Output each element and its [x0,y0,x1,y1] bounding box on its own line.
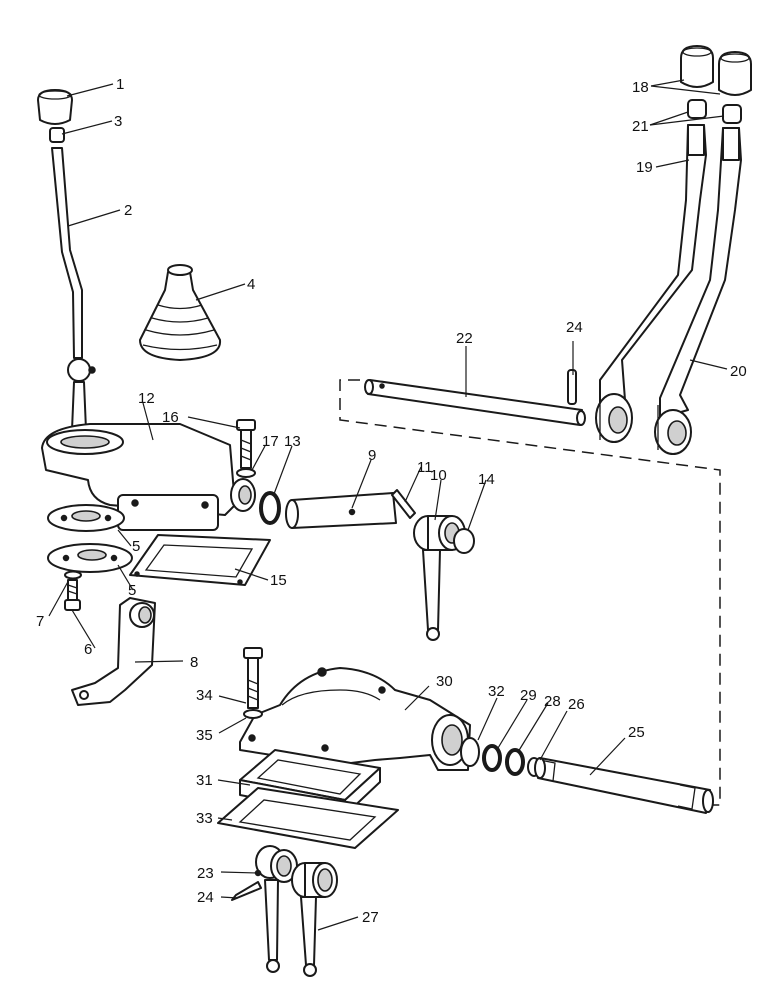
callout-7: 7 [36,613,44,630]
callout-23: 23 [197,865,214,882]
callout-32: 32 [488,683,505,700]
callout-18: 18 [632,79,649,96]
callout-5-lower: 5 [128,582,136,599]
lower-lever-boss [254,845,298,973]
callout-28: 28 [544,693,561,710]
callout-22: 22 [456,330,473,347]
callout-3: 3 [114,113,122,130]
main-housing-bolt [243,647,263,709]
thrust-washer [482,744,502,772]
callout-20: 20 [730,363,747,380]
callout-2: 2 [124,202,132,219]
callout-9: 9 [368,447,376,464]
callout-labels: 1 3 2 4 12 16 17 13 9 11 10 14 5 5 15 7 … [36,76,747,926]
core-plug [453,528,475,554]
callout-35: 35 [196,727,213,744]
callout-34: 34 [196,687,213,704]
main-housing-washer [243,709,263,719]
callout-6: 6 [84,641,92,658]
callout-26: 26 [568,696,585,713]
shaft-bush [460,737,480,767]
callout-14: 14 [478,471,495,488]
cross-shaft [285,492,397,529]
callout-29: 29 [520,687,537,704]
retainer-plate-upper [47,504,125,532]
gear-lever [51,147,96,431]
leader-lines [48,79,728,931]
callout-8: 8 [190,654,198,671]
callout-24-upper: 24 [566,319,583,336]
callout-24-lower: 24 [197,889,214,906]
lower-selector-lever [291,862,338,977]
main-lever-housing [239,667,471,771]
callout-31: 31 [196,772,213,789]
callout-1: 1 [116,76,124,93]
callout-11: 11 [417,459,433,476]
plate-bolt [64,579,81,611]
callout-13: 13 [284,433,301,450]
callout-17: 17 [262,433,279,450]
spacer-gasket [217,787,399,849]
gear-lever-knob [37,89,73,125]
retainer-plate-lower [47,543,133,573]
roll-pin [391,489,416,519]
lever-bush-left [687,99,707,119]
spring-washer [236,468,256,478]
o-ring [259,491,281,525]
callout-12: 12 [138,390,155,407]
lever-pin-upper [567,369,577,405]
lever-bush-right [722,104,742,124]
plate-washer [64,570,82,580]
range-lever [595,124,707,443]
seal-ring [505,748,525,776]
lever-housing [41,423,256,531]
callout-25: 25 [628,724,645,741]
housing-gasket [129,534,271,586]
lever-knob-left [680,45,714,88]
callout-10: 10 [430,467,447,484]
callout-15: 15 [270,572,287,589]
callout-16: 16 [162,409,179,426]
selector-shaft [534,757,714,814]
hi-lo-lever [654,127,742,455]
assembly-dashed-line [339,379,721,806]
callout-21: 21 [632,118,649,135]
knob-bush [49,127,65,143]
rubber-gaiter [139,264,222,361]
housing-bolt [236,419,256,469]
callout-4: 4 [247,276,255,293]
callout-27: 27 [362,909,379,926]
lower-lever-pin [231,881,262,901]
callout-33: 33 [196,810,213,827]
lever-bracket [71,597,156,706]
lever-knob-right [718,51,752,96]
callout-19: 19 [636,159,653,176]
lever-pivot-shaft [364,379,586,426]
callout-30: 30 [436,673,453,690]
callout-5-upper: 5 [132,538,140,555]
